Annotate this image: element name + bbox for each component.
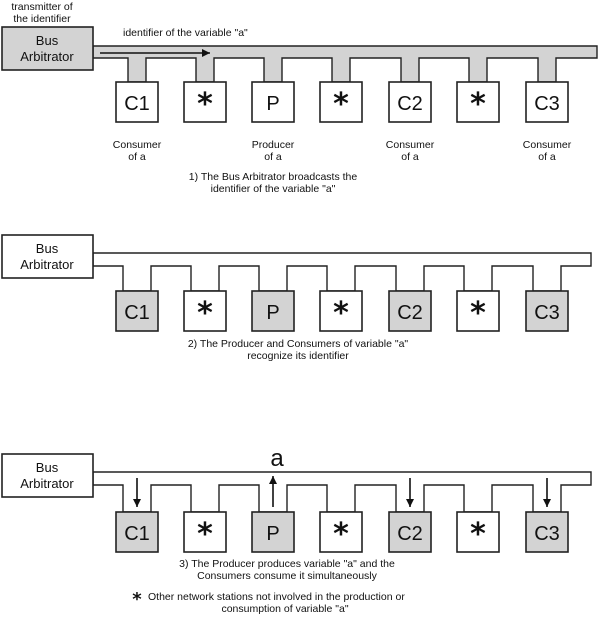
station-label: C3 bbox=[534, 93, 560, 115]
station-label: * bbox=[197, 87, 213, 122]
station-label: P bbox=[266, 523, 279, 545]
bus-line bbox=[92, 471, 592, 513]
consume-arrow bbox=[406, 478, 414, 507]
transmitter-label: the identifier bbox=[13, 13, 71, 25]
footnote-text: consumption of variable "a" bbox=[221, 603, 348, 615]
footnote: * Other network stations not involved in … bbox=[132, 589, 405, 615]
station-label: C3 bbox=[534, 302, 560, 324]
arbitrator-label: Bus bbox=[36, 33, 59, 48]
panel-caption: 2) The Producer and Consumers of variabl… bbox=[188, 338, 409, 350]
role-label: of a bbox=[401, 151, 419, 163]
station-label: * bbox=[197, 296, 213, 331]
station-label: * bbox=[333, 296, 349, 331]
role-label: of a bbox=[538, 151, 556, 163]
role-label: Consumer bbox=[113, 139, 162, 151]
panel-caption: identifier of the variable "a" bbox=[211, 183, 336, 195]
panel-caption: Consumers consume it simultaneously bbox=[197, 570, 377, 582]
station-label: C2 bbox=[397, 523, 423, 545]
panel-caption: 1) The Bus Arbitrator broadcasts the bbox=[189, 171, 358, 183]
other-station: * bbox=[319, 511, 363, 553]
station-c1: C1 bbox=[115, 81, 159, 123]
arbitrator-label: Bus bbox=[36, 460, 59, 475]
role-label: Consumer bbox=[523, 139, 572, 151]
station-c3: C3 bbox=[525, 511, 569, 553]
other-station: * bbox=[183, 81, 227, 123]
bus-line bbox=[92, 252, 592, 292]
role-label: of a bbox=[128, 151, 146, 163]
footnote-marker: * bbox=[132, 589, 142, 610]
panel-caption: 3) The Producer produces variable "a" an… bbox=[179, 558, 395, 570]
footnote-text: Other network stations not involved in t… bbox=[148, 591, 405, 603]
arbitrator-label: Bus bbox=[36, 241, 59, 256]
station-label: * bbox=[470, 87, 486, 122]
station-label: * bbox=[333, 87, 349, 122]
other-station: * bbox=[319, 81, 363, 123]
other-station: * bbox=[456, 290, 500, 332]
station-label: * bbox=[470, 517, 486, 552]
station-label: P bbox=[266, 93, 279, 115]
station-p: P bbox=[251, 290, 295, 332]
other-station: * bbox=[456, 511, 500, 553]
variable-label: a bbox=[270, 445, 284, 472]
produce-arrow bbox=[269, 476, 277, 507]
identifier-arrow bbox=[100, 49, 210, 57]
station-label: C2 bbox=[397, 93, 423, 115]
other-station: * bbox=[183, 511, 227, 553]
station-c3: C3 bbox=[525, 290, 569, 332]
panel-caption: recognize its identifier bbox=[247, 350, 349, 362]
other-station: * bbox=[456, 81, 500, 123]
consume-arrow bbox=[543, 478, 551, 507]
role-label: Producer bbox=[252, 139, 295, 151]
station-label: * bbox=[333, 517, 349, 552]
station-label: C1 bbox=[124, 523, 150, 545]
station-c3: C3 bbox=[525, 81, 569, 123]
station-label: C1 bbox=[124, 93, 150, 115]
station-label: * bbox=[470, 296, 486, 331]
station-c2: C2 bbox=[388, 511, 432, 553]
identifier-label: identifier of the variable "a" bbox=[123, 27, 248, 39]
role-label: Consumer bbox=[386, 139, 435, 151]
transmitter-label: transmitter of bbox=[11, 1, 72, 13]
other-station: * bbox=[319, 290, 363, 332]
station-p: P bbox=[251, 511, 295, 553]
station-p: P bbox=[251, 81, 295, 123]
station-label: C3 bbox=[534, 523, 560, 545]
station-label: * bbox=[197, 517, 213, 552]
station-c1: C1 bbox=[115, 511, 159, 553]
other-station: * bbox=[183, 290, 227, 332]
station-label: C1 bbox=[124, 302, 150, 324]
consume-arrow bbox=[133, 478, 141, 507]
station-c2: C2 bbox=[388, 81, 432, 123]
station-label: P bbox=[266, 302, 279, 324]
bus-line bbox=[92, 45, 598, 83]
role-label: of a bbox=[264, 151, 282, 163]
arbitrator-label: Arbitrator bbox=[20, 257, 74, 272]
arbitrator-label: Arbitrator bbox=[20, 476, 74, 491]
station-label: C2 bbox=[397, 302, 423, 324]
station-c2: C2 bbox=[388, 290, 432, 332]
arbitrator-label: Arbitrator bbox=[20, 49, 74, 64]
station-c1: C1 bbox=[115, 290, 159, 332]
